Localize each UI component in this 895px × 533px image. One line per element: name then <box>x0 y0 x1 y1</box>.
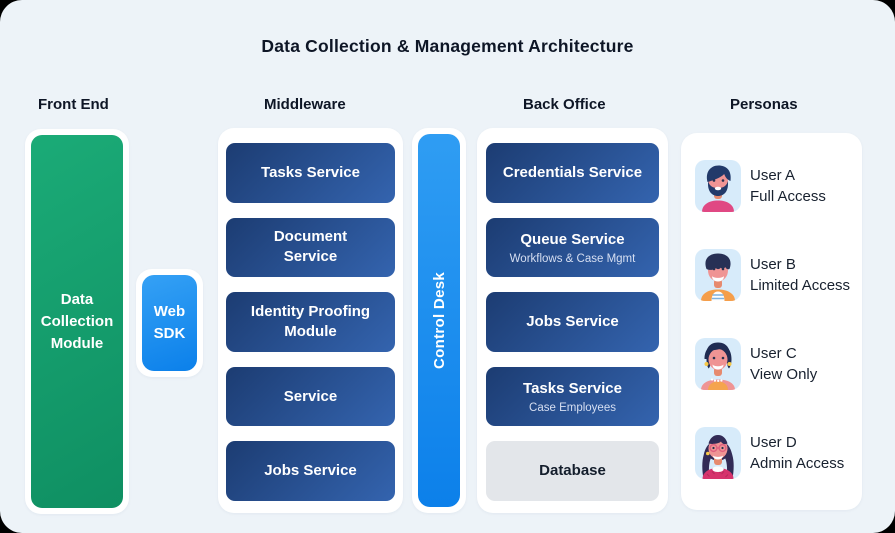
backoffice-tasks-service-node: Tasks Service Case Employees <box>486 366 659 427</box>
control-desk-container: Control Desk <box>412 128 466 513</box>
persona-label-user-a: User A Full Access <box>750 165 826 207</box>
middleware-header: Middleware <box>264 96 346 113</box>
middleware-identity-proofing-module-node: Identity Proofing Module <box>226 292 395 352</box>
queue-service-node: Queue Service Workflows & Case Mgmt <box>486 217 659 278</box>
data-collection-module-node: Data Collection Module <box>31 135 123 508</box>
woman-bob-hair-avatar-icon <box>695 338 741 390</box>
web-sdk-node: Web SDK <box>142 275 197 371</box>
persona-row-user-b: User B Limited Access <box>695 249 854 301</box>
credentials-service-node: Credentials Service <box>486 143 659 203</box>
persona-label-user-d: User D Admin Access <box>750 432 844 474</box>
middleware-service-node: Service <box>226 366 395 427</box>
persona-row-user-c: User C View Only <box>695 338 854 390</box>
persona-name: User D <box>750 434 797 451</box>
persona-label-user-c: User C View Only <box>750 343 817 385</box>
persona-access: Full Access <box>750 188 826 205</box>
front-end-header: Front End <box>38 96 109 113</box>
page-title: Data Collection & Management Architectur… <box>261 36 634 56</box>
persona-access: Limited Access <box>750 277 851 294</box>
persona-access: Admin Access <box>750 455 845 472</box>
middleware-container: Tasks Service Document Service Identity … <box>218 128 403 513</box>
personas-container: User A Full Access User B <box>681 133 862 510</box>
back-office-container: Credentials Service Queue Service Workfl… <box>477 128 668 513</box>
web-sdk-container: Web SDK <box>136 269 203 377</box>
persona-name: User B <box>750 256 796 273</box>
man-beard-avatar-icon <box>695 160 741 212</box>
backoffice-jobs-service-node: Jobs Service <box>486 292 659 352</box>
database-node: Database <box>486 441 659 501</box>
persona-name: User C <box>750 345 797 362</box>
persona-name: User A <box>750 167 796 184</box>
middleware-document-service-node: Document Service <box>226 217 395 278</box>
man-curly-hair-avatar-icon <box>695 249 741 301</box>
persona-row-user-a: User A Full Access <box>695 160 854 212</box>
control-desk-node: Control Desk <box>418 134 460 507</box>
front-end-container: Data Collection Module <box>25 129 129 514</box>
data-collection-module-label: Data Collection Module <box>40 290 114 352</box>
personas-header: Personas <box>730 96 798 113</box>
middleware-tasks-service-node: Tasks Service <box>226 143 395 203</box>
middleware-jobs-service-node: Jobs Service <box>226 441 395 501</box>
control-desk-label: Control Desk <box>430 272 448 369</box>
back-office-header: Back Office <box>523 96 606 113</box>
persona-access: View Only <box>750 366 818 383</box>
web-sdk-label: Web SDK <box>153 303 186 342</box>
persona-row-user-d: User D Admin Access <box>695 427 854 479</box>
woman-glasses-avatar-icon <box>695 427 741 479</box>
persona-label-user-b: User B Limited Access <box>750 254 850 296</box>
